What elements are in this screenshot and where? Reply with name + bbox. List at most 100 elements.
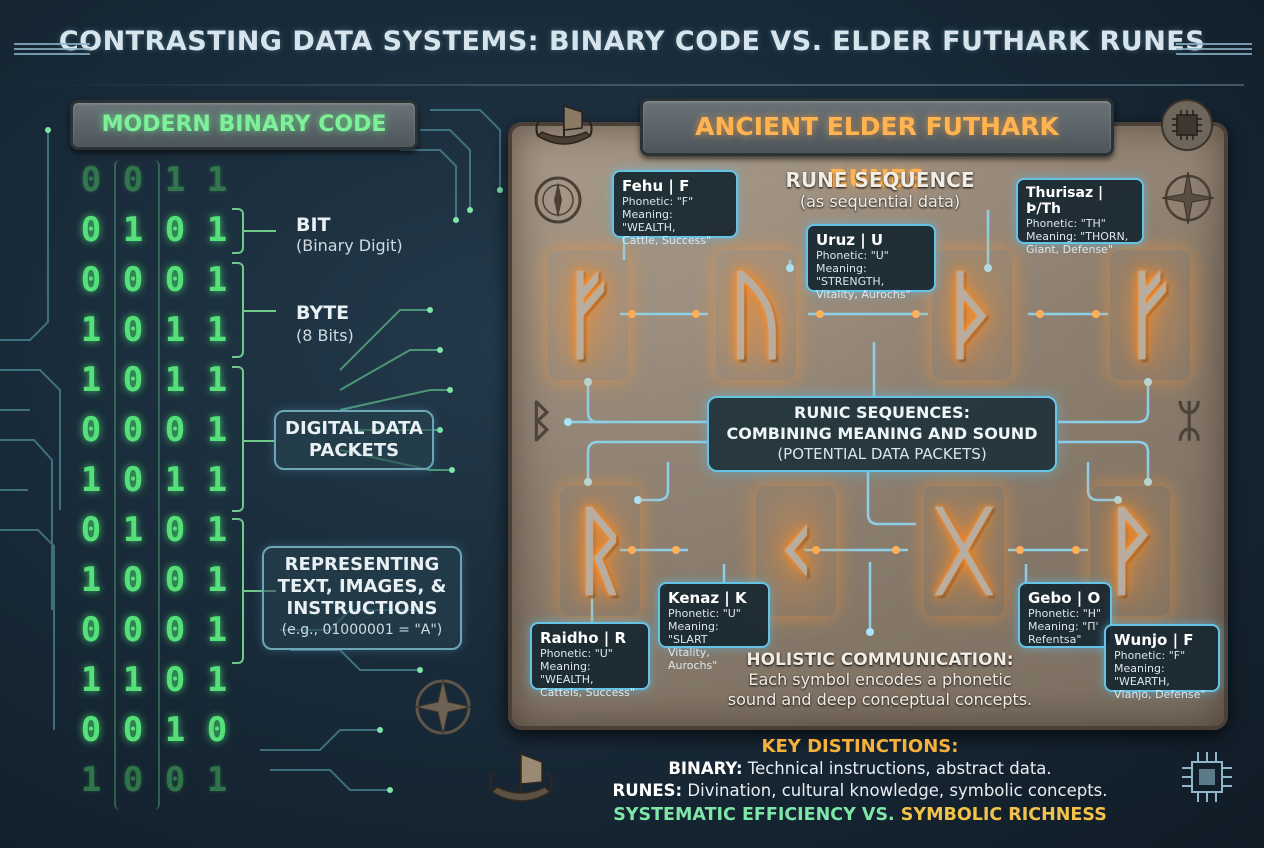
binary-digit: 0 <box>122 560 144 600</box>
binary-digit: 0 <box>122 160 144 200</box>
holistic-title: HOLISTIC COMMUNICATION: <box>746 650 1014 670</box>
binary-digit: 0 <box>164 760 186 800</box>
callout-thurisaz-meaning: Meaning: "THORN, <box>1026 230 1129 243</box>
rune-card-fehu-2 <box>1110 250 1190 380</box>
binary-digit: 1 <box>122 510 144 550</box>
binary-digit: 0 <box>80 510 102 550</box>
callout-gebo-meaning-2: Refentsa" <box>1028 633 1082 646</box>
binary-digit: 0 <box>122 410 144 450</box>
callout-raidho: Raidho | R Phonetic: "U" Meaning: "WEALT… <box>530 622 650 699</box>
binary-digit: 1 <box>206 460 228 500</box>
center-line-2: COMBINING MEANING AND SOUND <box>726 424 1038 443</box>
callout-raidho-name: Raidho | R <box>540 629 627 647</box>
rune-card-thurisaz <box>932 250 1012 380</box>
key-bottom-left: SYSTEMATIC EFFICIENCY VS. <box>613 805 895 825</box>
rune-thurisaz: ᚦ <box>943 259 1001 371</box>
center-line-3: (POTENTIAL DATA PACKETS) <box>777 445 987 463</box>
callout-fehu-name: Fehu | F <box>622 177 690 195</box>
callout-raidho-meaning-2: Cattels, Success" <box>540 686 635 699</box>
binary-digit: 1 <box>80 760 102 800</box>
holistic-line-1: Each symbol encodes a phonetic <box>748 670 1012 689</box>
callout-raidho-meaning: Meaning: "WEALTH, <box>540 660 594 686</box>
representing-box: REPRESENTING TEXT, IMAGES, & INSTRUCTION… <box>262 546 462 650</box>
rune-card-uruz <box>716 250 796 380</box>
bit-bracket <box>232 208 244 254</box>
binary-digit: 0 <box>80 610 102 650</box>
callout-wunjo: Wunjo | F Phonetic: "F" Meaning: "WEARTH… <box>1104 624 1220 701</box>
binary-digit: 1 <box>164 460 186 500</box>
key-distinctions: KEY DISTINCTIONS: BINARY: Technical inst… <box>560 736 1160 828</box>
binary-digit: 0 <box>122 260 144 300</box>
callout-kenaz-name: Kenaz | K <box>668 589 747 607</box>
key-binary-text: Technical instructions, abstract data. <box>742 759 1052 778</box>
key-binary-label: BINARY: <box>668 759 743 778</box>
packets-tick <box>244 440 276 442</box>
binary-digit: 0 <box>164 410 186 450</box>
binary-digit: 0 <box>164 560 186 600</box>
binary-digit: 0 <box>80 710 102 750</box>
rune-fehu-2: ᚠ <box>1121 259 1179 371</box>
key-runes-text: Divination, cultural knowledge, symbolic… <box>682 781 1108 800</box>
rune-gebo: ᚷ <box>935 495 993 607</box>
rep-example: (e.g., 01000001 = "A") <box>281 622 443 638</box>
callout-kenaz-meaning-2: Vitality, Aurochs" <box>668 646 718 672</box>
binary-digit: 0 <box>122 460 144 500</box>
representing-tick <box>244 590 276 592</box>
rune-heading: ANCIENT ELDER FUTHARK RUNES <box>640 98 1114 193</box>
binary-digit: 0 <box>80 160 102 200</box>
callout-fehu: Fehu | F Phonetic: "F" Meaning: "WEALTH,… <box>612 170 738 247</box>
binary-digit: 0 <box>122 760 144 800</box>
rune-card-gebo <box>924 486 1004 616</box>
key-runes-line: RUNES: Divination, cultural knowledge, s… <box>560 780 1160 802</box>
callout-uruz-phonetic: Phonetic: "U" <box>816 249 889 262</box>
compass-icon <box>534 176 582 224</box>
callout-gebo-phonetic: Phonetic: "H" <box>1028 607 1102 620</box>
callout-gebo-meaning: Meaning: "Π' <box>1028 620 1099 633</box>
binary-heading: MODERN BINARY CODE <box>70 100 418 150</box>
binary-digit: 1 <box>206 510 228 550</box>
title-deco-left <box>14 40 90 62</box>
rune-card-raidho <box>560 486 640 616</box>
callout-fehu-meaning: Meaning: "WEALTH, <box>622 208 676 234</box>
callout-wunjo-meaning-2: Vlanjo, Defense" <box>1114 688 1206 701</box>
rune-card-fehu <box>548 250 628 380</box>
center-line-1: RUNIC SEQUENCES: <box>794 403 970 422</box>
packets-label-2: PACKETS <box>308 440 400 461</box>
cpu-chip-icon <box>1182 752 1232 802</box>
page-title: CONTRASTING DATA SYSTEMS: BINARY CODE VS… <box>58 26 1206 57</box>
binary-digit: 1 <box>164 160 186 200</box>
binary-digit: 0 <box>164 260 186 300</box>
callout-uruz-meaning: Meaning: "STRENGTH, <box>816 262 885 288</box>
callout-thurisaz-meaning-2: Giant, Defense" <box>1026 243 1114 256</box>
binary-digit: 1 <box>80 460 102 500</box>
callout-thurisaz-name: Thurisaz | Þ/Th <box>1026 185 1104 217</box>
rune-connections <box>564 210 1152 636</box>
binary-digit: 1 <box>206 160 228 200</box>
binary-digit: 1 <box>80 310 102 350</box>
holistic-line-2: sound and deep conceptual concepts. <box>727 690 1033 709</box>
key-runes-label: RUNES: <box>612 781 683 800</box>
binary-digit: 1 <box>122 660 144 700</box>
sequence-subtitle: (as sequential data) <box>799 192 961 211</box>
title-divider <box>20 84 1244 86</box>
compass-rose-icon <box>1161 171 1215 225</box>
binary-digit: 1 <box>206 210 228 250</box>
bit-tick <box>244 230 276 232</box>
binary-digit: 1 <box>164 310 186 350</box>
rep-label-2: TEXT, IMAGES, & <box>277 576 447 597</box>
callout-fehu-meaning-2: Cattle, Success" <box>622 234 712 247</box>
binary-digit: 1 <box>164 360 186 400</box>
viking-ship-bottom-icon <box>489 752 553 802</box>
binary-digit: 0 <box>164 510 186 550</box>
callout-gebo: Gebo | O Phonetic: "H" Meaning: "Π' Refe… <box>1018 582 1112 648</box>
binary-digit: 1 <box>80 660 102 700</box>
runic-sequences-box: RUNIC SEQUENCES: COMBINING MEANING AND S… <box>707 396 1057 472</box>
binary-digit: 0 <box>122 710 144 750</box>
binary-digit: 1 <box>164 710 186 750</box>
binary-digit: 1 <box>80 560 102 600</box>
rune-raidho: ᚱ <box>571 495 629 607</box>
callout-thurisaz-phonetic: Phonetic: "TH" <box>1026 217 1106 230</box>
rune-fehu: ᚠ <box>559 259 617 371</box>
callout-gebo-name: Gebo | O <box>1028 589 1101 607</box>
